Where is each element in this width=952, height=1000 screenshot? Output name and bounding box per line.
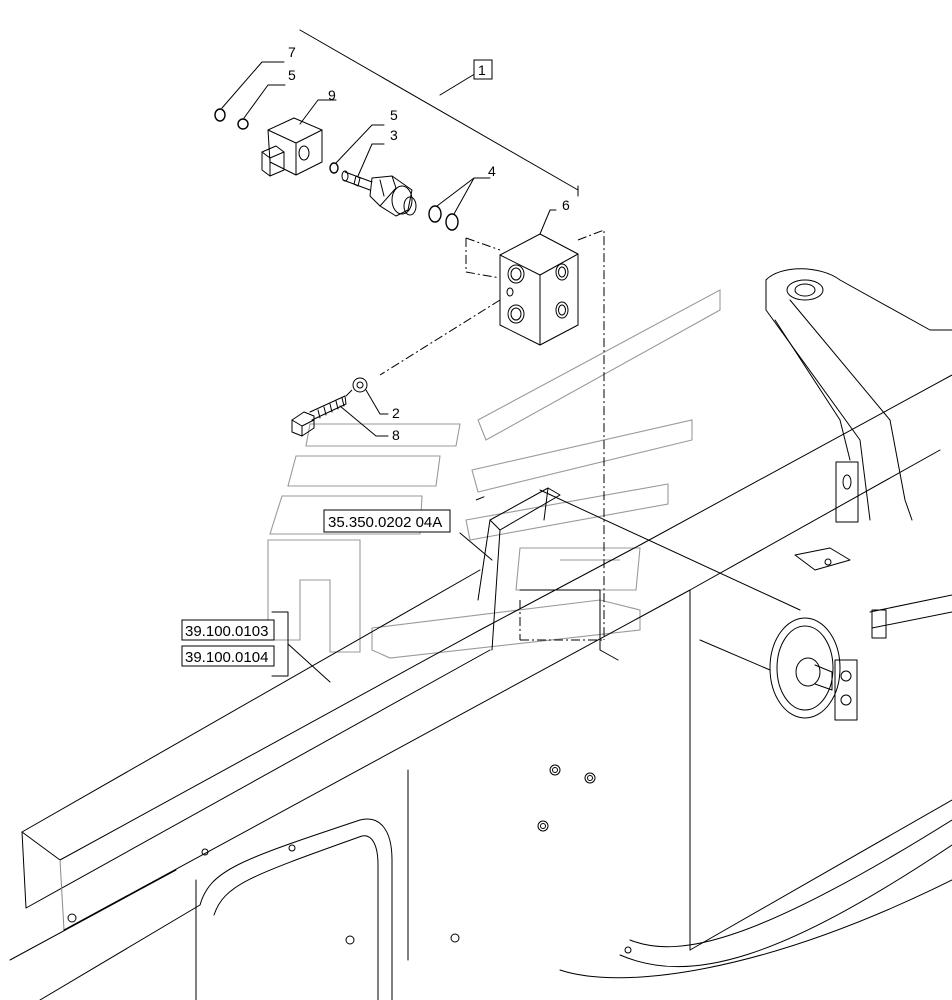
callout-item-6: 6 <box>562 197 570 213</box>
reference-35-350-0202-04a[interactable]: 35.350.0202 04A <box>328 514 442 531</box>
item-1-box <box>473 59 493 80</box>
o-ring-5-right <box>329 162 339 174</box>
reference-box-c[interactable] <box>181 645 275 667</box>
solenoid-coil-9 <box>261 117 323 177</box>
reference-box-a[interactable] <box>323 509 451 533</box>
washer-2 <box>352 377 368 393</box>
o-rings-4 <box>428 205 459 231</box>
o-ring-5-left <box>237 118 249 130</box>
retaining-ring-7 <box>214 108 226 122</box>
bolt-8 <box>291 395 347 437</box>
callout-item-4: 4 <box>488 163 496 179</box>
callout-item-2: 2 <box>392 405 400 421</box>
callout-item-9: 9 <box>328 87 336 103</box>
callout-item-5a: 5 <box>288 67 296 83</box>
callout-item-5b: 5 <box>390 107 398 123</box>
reference-39-100-0104[interactable]: 39.100.0104 <box>185 649 268 666</box>
watermark-logo <box>267 289 721 659</box>
reference-boxes: 35.350.0202 04A 39.100.0103 39.100.0104 <box>181 509 451 667</box>
exploded-parts <box>214 108 605 641</box>
valve-block-6 <box>499 233 579 346</box>
reference-39-100-0103[interactable]: 39.100.0103 <box>185 623 268 640</box>
reference-box-b[interactable] <box>181 619 275 641</box>
machine-frame <box>9 268 952 1000</box>
callout-labels: 1 7 5 9 5 3 4 6 2 8 <box>288 44 570 443</box>
callout-item-8: 8 <box>392 427 400 443</box>
callout-item-7: 7 <box>288 44 296 60</box>
valve-cartridge-3 <box>341 170 417 217</box>
callout-item-1: 1 <box>478 62 486 78</box>
leader-lines <box>221 29 579 683</box>
callout-item-3: 3 <box>390 127 398 143</box>
